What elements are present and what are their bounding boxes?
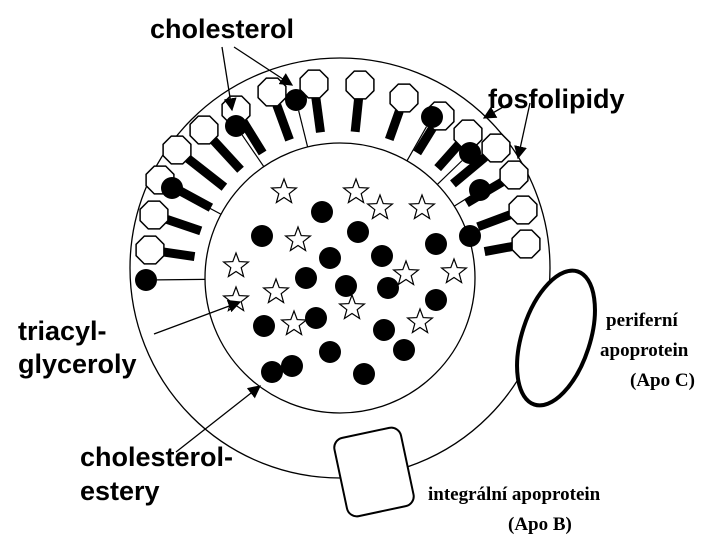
phospholipid-tail [277,105,290,140]
cholesterol-molecule [285,89,307,111]
cholesterol-ester-molecule [319,341,341,363]
cholesterol-ester-molecule [393,339,415,361]
cholesterol-ester-molecule [281,355,303,377]
label-periferni-3: (Apo C) [630,370,695,391]
phospholipid-tail [438,144,459,168]
triacylglycerol-molecule [442,259,467,283]
cholesterol-molecule [161,177,183,199]
cholesterol-ester-molecule [253,315,275,337]
phospholipid-head [512,230,540,258]
cholesterol-ester-molecule [305,307,327,329]
label-triacylglyceroly-2: glyceroly [18,349,137,379]
phospholipid-tail [389,111,399,139]
triacylglycerol-molecule [264,279,289,303]
cholesterol-ester-molecule [335,275,357,297]
phospholipid-tail [164,252,195,257]
cholesterol-ester-molecule [373,319,395,341]
triacylglycerol-molecule [282,311,307,335]
label-periferni-2: apoprotein [600,340,689,361]
cholesterol-tail [182,193,221,214]
label-periferni-1: periferní [606,310,678,331]
core-contents [224,179,467,385]
cholesterol-ester-molecule [377,277,399,299]
phospholipid-tail [167,219,201,230]
triacylglycerol-molecule [340,295,365,319]
phospholipid-head [500,161,528,189]
cholesterol-molecule [135,269,157,291]
label-fosfolipidy: fosfolipidy [488,84,625,114]
phospholipid-head [482,134,510,162]
label-cholesterol-estery-2: estery [80,476,160,506]
label-arrows [154,47,530,452]
triacylglycerol-molecule [224,253,249,277]
phospholipid-tail [188,159,224,188]
phospholipid-head [140,201,168,229]
cholesterol-ester-molecule [425,289,447,311]
phospholipid-tail [478,215,510,227]
phospholipid-head [509,196,537,224]
triacylglycerol-molecule [368,195,393,219]
label-integralni-1: integrální apoprotein [428,484,601,505]
triacylglycerol-molecule [394,261,419,285]
cholesterol-ester-molecule [353,363,375,385]
triacylglycerol-molecule [286,227,311,251]
phospholipid-head [190,116,218,144]
cholesterol-ester-molecule [261,361,283,383]
phospholipid-head [346,71,374,99]
phospholipid-head [258,78,286,106]
cholesterol-ester-molecule [425,233,447,255]
triacylglycerol-molecule [344,179,369,203]
cholesterol-molecule [469,179,491,201]
cholesterol-molecule [459,225,481,247]
label-triacylglyceroly-1: triacyl- [18,316,107,346]
triacylglycerol-molecule [410,195,435,219]
cholesterol-tail [299,111,308,147]
phospholipid-tail [355,99,358,132]
phospholipid-head [163,136,191,164]
cholesterol-molecule [225,115,247,137]
phospholipid-tail [213,140,240,169]
phospholipid-tail [417,128,432,153]
cholesterol-molecule [421,106,443,128]
cholesterol-ester-molecule [295,267,317,289]
phospholipid-head [136,236,164,264]
label-cholesterol: cholesterol [150,14,294,44]
cholesterol-ester-molecule [347,221,369,243]
apoprotein-b [332,426,415,518]
triacylglycerol-molecule [408,309,433,333]
phospholipid-tail [485,247,513,252]
label-cholesterol-estery-1: cholesterol- [80,442,233,472]
cholesterol-ester-molecule [251,225,273,247]
triacylglycerol-molecule [272,179,297,203]
apoprotein-c [502,261,610,415]
phospholipid-tail [316,98,321,132]
cholesterol-ester-molecule [319,247,341,269]
label-integralni-2: (Apo B) [508,514,572,535]
cholesterol-molecule [459,142,481,164]
cholesterol-ester-molecule [311,201,333,223]
phospholipid-head [390,84,418,112]
cholesterol-ester-molecule [371,245,393,267]
